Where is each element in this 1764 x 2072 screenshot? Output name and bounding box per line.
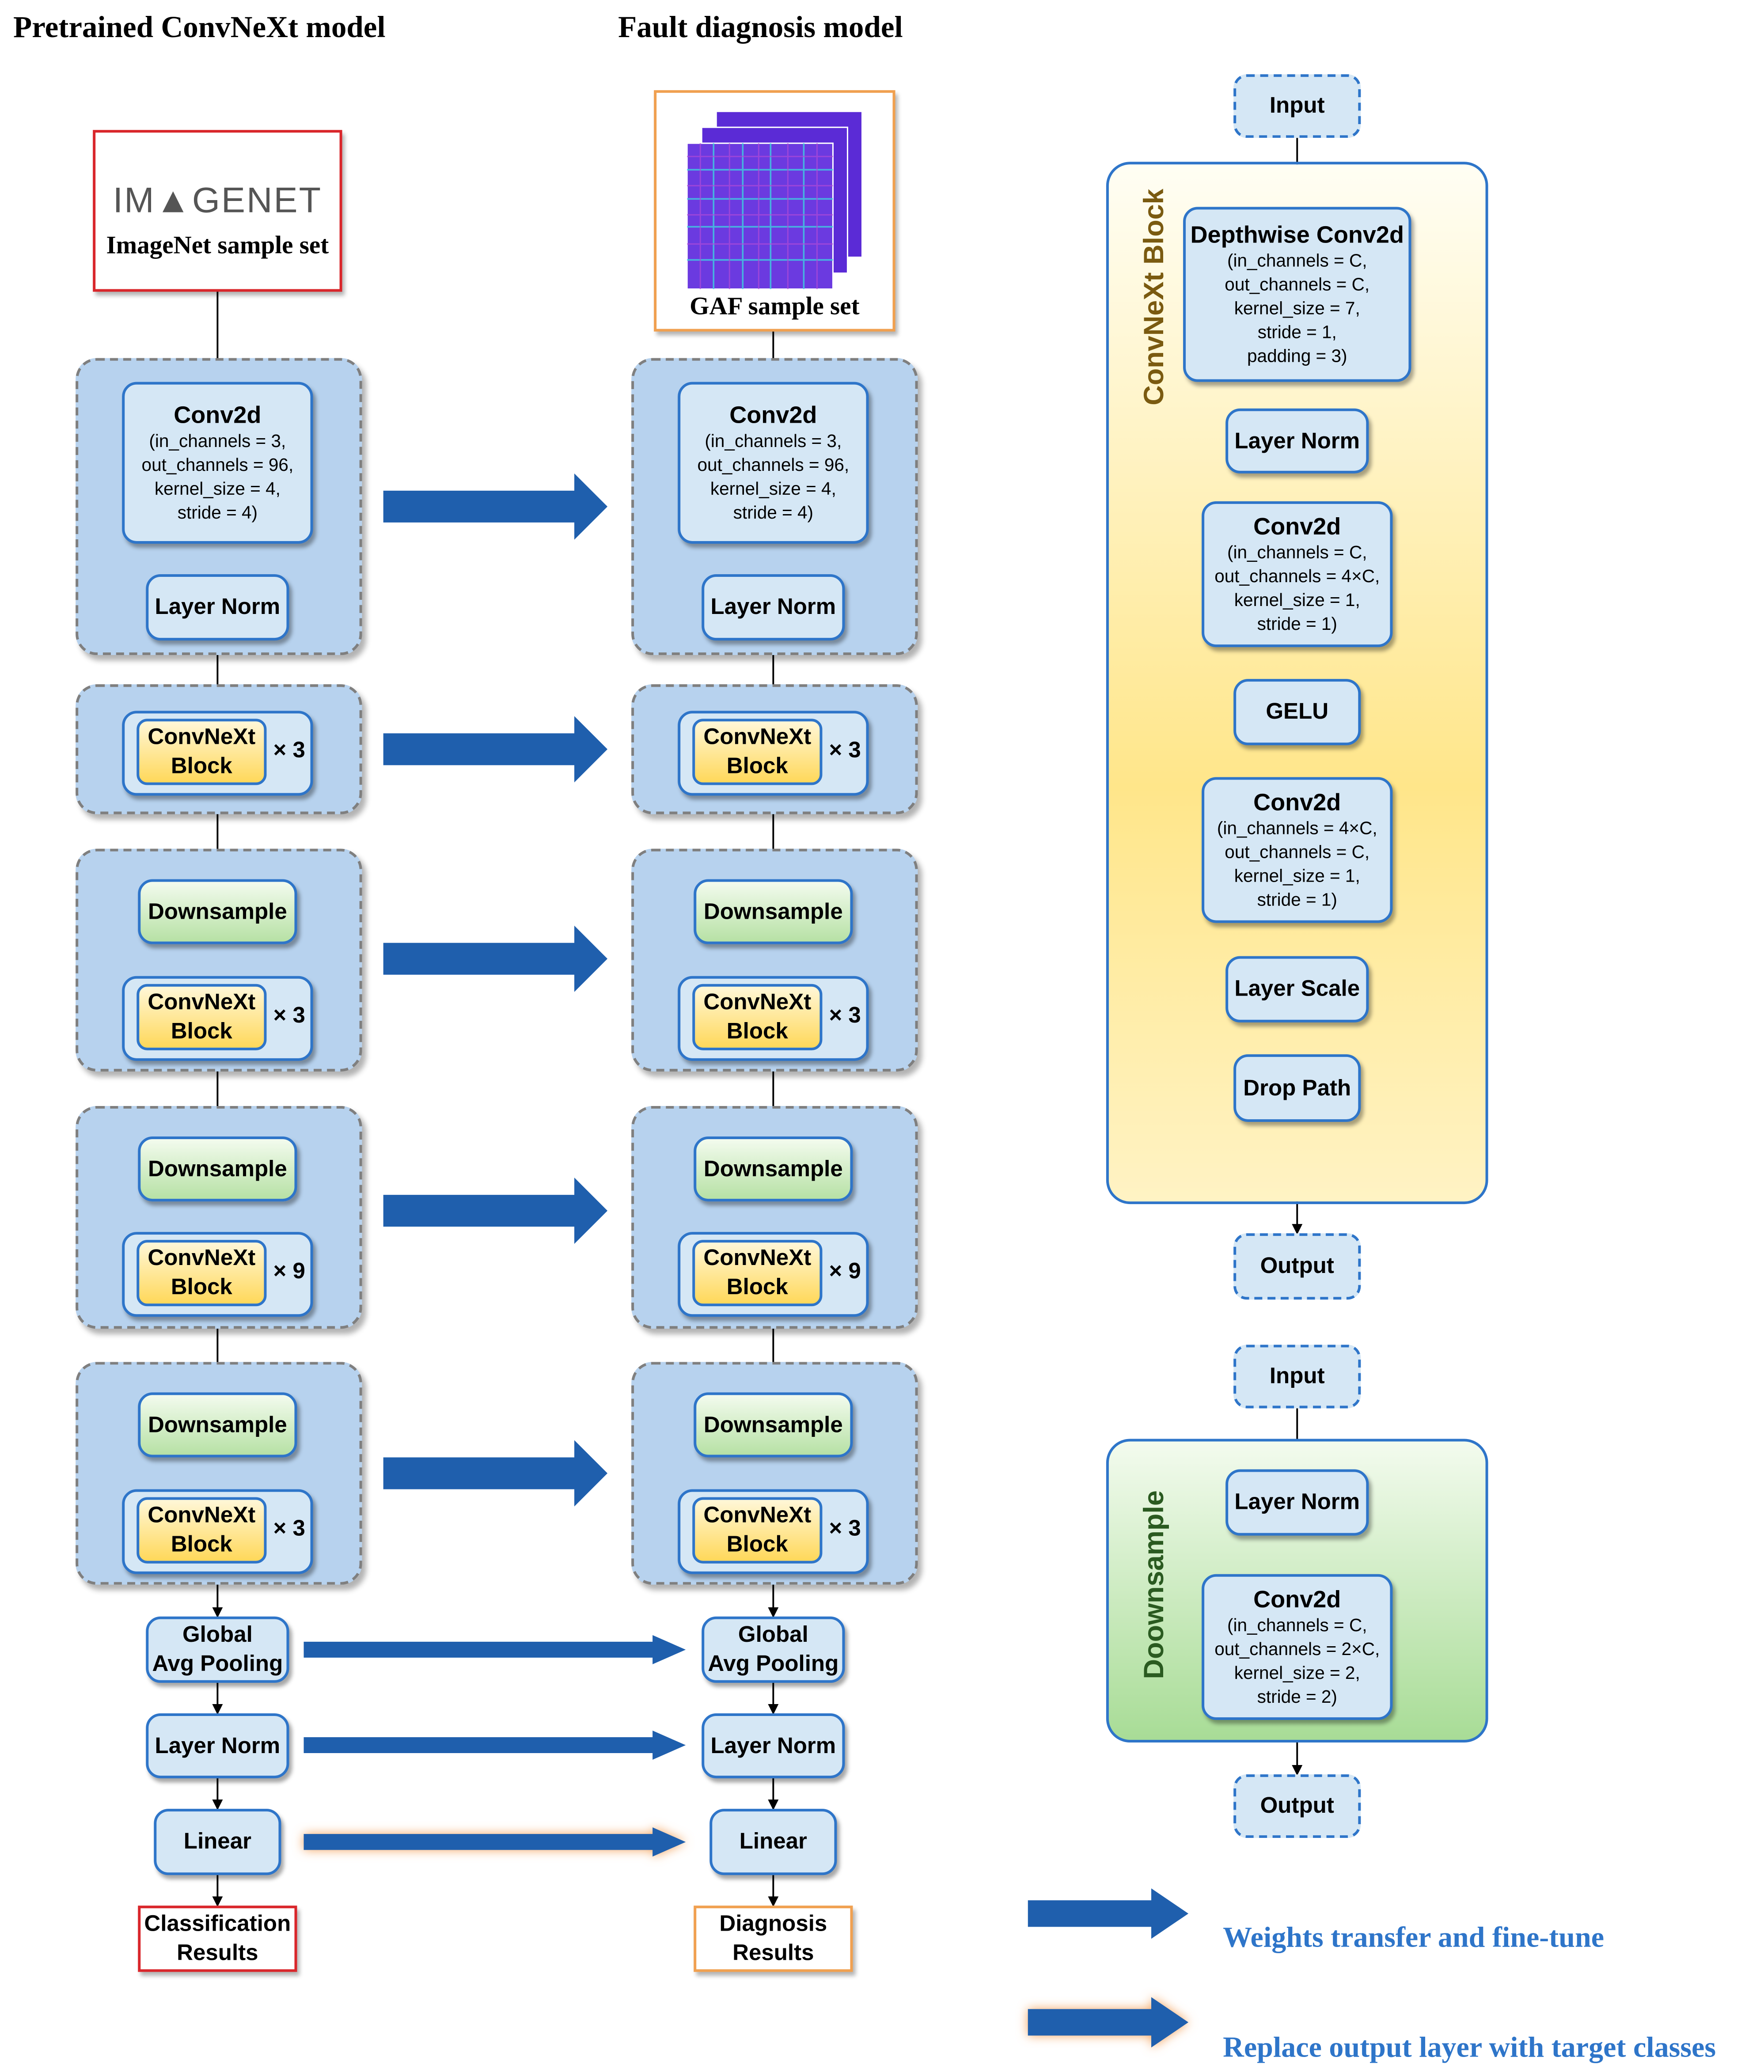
block-conv2d-project: Conv2d (in_channels = 4×C, out_channels … <box>1202 777 1393 923</box>
transfer-arrow-stage1 <box>383 716 608 783</box>
left-stage1-multiplier: × 3 <box>273 737 305 763</box>
transfer-arrow-stage3 <box>383 1178 608 1244</box>
left-stage2-multiplier: × 3 <box>273 1002 305 1028</box>
left-stem-conv2d: Conv2d (in_channels = 3, out_channels = … <box>122 382 313 544</box>
transfer-arrow-stage4 <box>383 1440 608 1507</box>
mid-stage4-multiplier: × 3 <box>829 1515 861 1541</box>
left-stage3-downsample: Downsample <box>138 1136 297 1202</box>
block-gelu: GELU <box>1233 679 1361 746</box>
left-stage2-downsample: Downsample <box>138 879 297 944</box>
downsample-side-label: Doownsample <box>1139 1490 1170 1679</box>
down-input: Input <box>1233 1345 1361 1409</box>
mid-stage4-downsample: Downsample <box>694 1392 853 1458</box>
mid-linear: Linear <box>709 1809 837 1875</box>
left-linear: Linear <box>154 1809 281 1875</box>
block-conv2d-expand: Conv2d (in_channels = C, out_channels = … <box>1202 501 1393 648</box>
fault-title: Fault diagnosis model <box>618 11 903 44</box>
legend-transfer-arrow <box>1028 1888 1189 1939</box>
imagenet-label: ImageNet sample set <box>106 231 329 259</box>
mid-stage2-multiplier: × 3 <box>829 1002 861 1028</box>
mid-stage2-downsample: Downsample <box>694 879 853 944</box>
down-layer-norm: Layer Norm <box>1225 1469 1369 1536</box>
block-input: Input <box>1233 74 1361 138</box>
down-conv2d: Conv2d (in_channels = C, out_channels = … <box>1202 1574 1393 1720</box>
depthwise-conv2d: Depthwise Conv2d (in_channels = C, out_c… <box>1183 207 1411 382</box>
left-stage4-downsample: Downsample <box>138 1392 297 1458</box>
block-layer-scale: Layer Scale <box>1225 956 1369 1023</box>
left-stage4-multiplier: × 3 <box>273 1515 305 1541</box>
transfer-arrow-pool <box>303 1635 686 1664</box>
mid-stem-conv2d: Conv2d (in_channels = 3, out_channels = … <box>678 382 869 544</box>
block-layer-norm: Layer Norm <box>1225 408 1369 473</box>
down-output: Output <box>1233 1774 1361 1838</box>
left-stage3-multiplier: × 9 <box>273 1258 305 1284</box>
gaf-input-box: GAF sample set <box>654 90 895 332</box>
legend-replace-arrow <box>1028 1997 1189 2048</box>
mid-stage3-downsample: Downsample <box>694 1136 853 1202</box>
transfer-arrow-stem <box>383 473 608 540</box>
transfer-arrow-stage2 <box>383 925 608 992</box>
convnext-block-side-label: ConvNeXt Block <box>1139 189 1170 405</box>
mid-head-layer-norm: Layer Norm <box>702 1713 845 1779</box>
imagenet-logo: IM▲GENET <box>113 179 322 220</box>
gaf-image-stack <box>686 110 863 290</box>
legend-replace-label: Replace output layer with target classes <box>1223 2030 1716 2064</box>
left-head-layer-norm: Layer Norm <box>146 1713 289 1779</box>
gaf-label: GAF sample set <box>690 293 860 321</box>
transfer-arrows <box>303 473 1189 1939</box>
mid-stage3-multiplier: × 9 <box>829 1258 861 1284</box>
block-output: Output <box>1233 1233 1361 1300</box>
pretrained-title: Pretrained ConvNeXt model <box>13 11 386 44</box>
left-stem-layer-norm: Layer Norm <box>146 574 289 641</box>
block-drop-path: Drop Path <box>1233 1054 1361 1122</box>
imagenet-input-box: IM▲GENET ImageNet sample set <box>93 130 342 292</box>
replace-arrow-linear <box>303 1827 686 1857</box>
legend-transfer-label: Weights transfer and fine-tune <box>1223 1920 1605 1954</box>
transfer-arrow-norm <box>303 1731 686 1760</box>
mid-stage1-multiplier: × 3 <box>829 737 861 763</box>
mid-stem-layer-norm: Layer Norm <box>702 574 845 641</box>
